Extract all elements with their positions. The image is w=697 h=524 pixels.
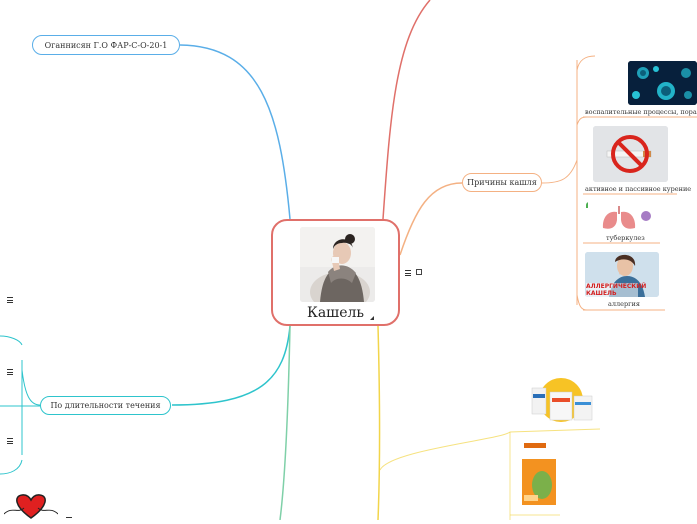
cause-caption-2: активное и пассивное курение <box>585 185 692 193</box>
resize-corner-icon[interactable] <box>370 316 374 320</box>
causes-node[interactable]: Причины кашля <box>462 173 542 192</box>
cause-caption-4: аллергия <box>608 300 640 308</box>
dash-mark <box>66 517 72 518</box>
heart-image <box>3 492 59 520</box>
allergy-image-text: АЛЛЕРГИЧЕСКИЙ КАШЕЛЬ <box>586 283 647 297</box>
virus-image <box>628 61 697 105</box>
central-node[interactable]: Кашель <box>271 219 400 326</box>
notes-icon-2[interactable] <box>7 369 13 375</box>
person-coughing-photo <box>300 227 375 302</box>
notes-icon-1[interactable] <box>7 297 13 303</box>
causes-label: Причины кашля <box>467 178 537 187</box>
medicine-packs-image <box>528 378 598 426</box>
central-title: Кашель <box>307 305 364 321</box>
link-icon[interactable] <box>416 269 422 275</box>
notes-icon-3[interactable] <box>7 438 13 444</box>
notes-icon[interactable] <box>405 270 411 276</box>
cause-caption-3: туберкулез <box>606 234 645 242</box>
duration-label: По длительности течения <box>50 401 161 410</box>
allergy-image: АЛЛЕРГИЧЕСКИЙ КАШЕЛЬ <box>585 252 659 297</box>
syrup-box-image <box>520 437 558 507</box>
duration-node[interactable]: По длительности течения <box>40 396 171 415</box>
author-label: Оганнисян Г.О ФАР-С-О-20-1 <box>44 40 168 50</box>
cause-caption-1: воспалительные процессы, поражающие <box>585 108 697 116</box>
no-smoking-image <box>593 126 668 182</box>
lungs-image <box>586 202 658 231</box>
author-node[interactable]: Оганнисян Г.О ФАР-С-О-20-1 <box>32 35 180 55</box>
